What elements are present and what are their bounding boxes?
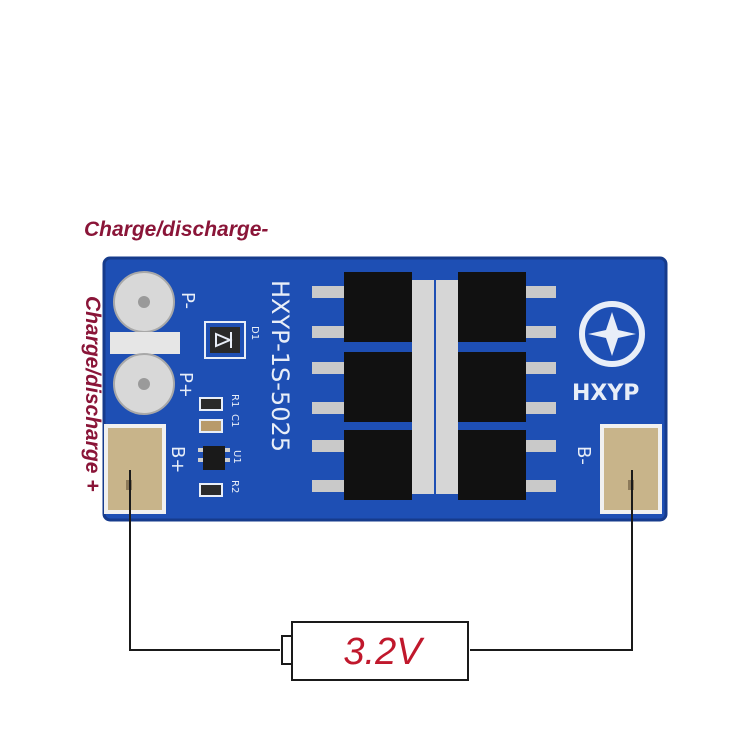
chip-u1 (203, 446, 225, 470)
label-d1: D1 (249, 326, 260, 340)
mosfet-left-column (312, 272, 434, 500)
resistor-r2 (199, 483, 223, 497)
pad-p-plus-label: P+ (175, 372, 196, 398)
mosfet-right-column (436, 272, 556, 500)
charge-discharge-minus-label: Charge/discharge- (84, 218, 269, 241)
circuit-wires (129, 470, 633, 651)
resistor-r1 (199, 397, 223, 411)
board-model: HXYP-1S-5025 (266, 280, 294, 452)
diode-d1 (204, 321, 246, 359)
pad-b-plus-label: B+ (167, 446, 188, 473)
label-c1: C1 (229, 414, 240, 427)
board-brand: HXYP (572, 381, 639, 406)
label-u1: U1 (231, 450, 242, 464)
label-r1: R1 (229, 394, 240, 407)
pad-p-minus-label: P- (177, 292, 198, 309)
battery-icon (281, 621, 469, 681)
pad-b-plus (104, 424, 166, 514)
hxyp-logo-icon (579, 301, 645, 367)
battery-voltage: 3.2V (343, 630, 422, 673)
charge-discharge-plus-label: Charge/discharge + (81, 296, 104, 492)
pad-b-minus-label: B- (573, 446, 594, 465)
capacitor-c1 (199, 419, 223, 433)
label-r2: R2 (229, 480, 240, 493)
